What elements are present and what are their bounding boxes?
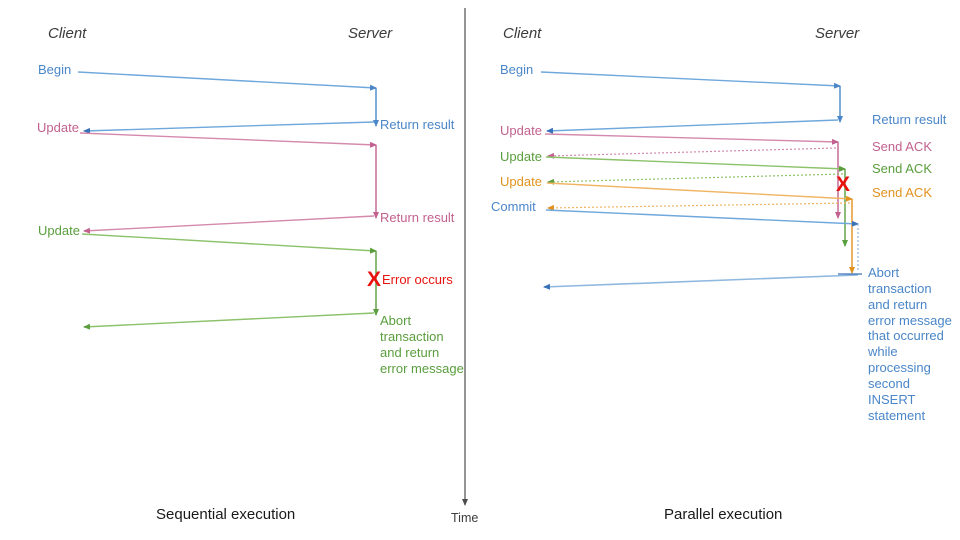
right-label-send-ack-3: Send ACK	[872, 185, 932, 200]
time-axis-label: Time	[451, 511, 479, 525]
right-actor-client: Client	[503, 25, 542, 42]
arrow-abort-return	[83, 312, 375, 330]
arrow-commit-request	[545, 209, 859, 227]
right-label-send-ack-1: Send ACK	[872, 139, 932, 154]
left-label-update-1: Update	[37, 120, 79, 135]
right-label-abort-message: Abort transaction and return error messa…	[868, 265, 952, 423]
arrow-return-result-2	[83, 215, 375, 234]
arrow-update-1-request	[79, 132, 377, 148]
right-label-return-result: Return result	[872, 112, 947, 127]
right-actor-server: Server	[815, 25, 860, 42]
right-parallel-flows	[540, 71, 862, 290]
left-label-return-result-2: Return result	[380, 210, 455, 225]
left-sequential-flows	[77, 71, 379, 330]
right-label-update-3: Update	[500, 174, 542, 189]
arrow-update-1-request	[544, 133, 839, 145]
arrow-begin-request	[77, 71, 377, 91]
arrow-ack-3	[547, 202, 851, 211]
left-actor-client: Client	[48, 25, 87, 42]
error-x-icon: X	[836, 173, 851, 196]
left-label-error-occurs: Error occurs	[382, 272, 453, 287]
left-caption: Sequential execution	[156, 506, 296, 523]
right-label-update-2: Update	[500, 149, 542, 164]
arrow-update-2-request	[81, 233, 377, 254]
arrow-return-result	[546, 119, 839, 134]
arrow-ack-1	[547, 147, 837, 159]
left-label-abort-message: Abort transaction and return error messa…	[380, 313, 464, 376]
error-x-icon: X	[367, 268, 382, 291]
arrow-return-result-1	[83, 121, 375, 134]
left-actor-server: Server	[348, 25, 393, 42]
right-label-send-ack-2: Send ACK	[872, 161, 932, 176]
arrow-update-3-request	[546, 182, 853, 202]
right-label-begin: Begin	[500, 62, 534, 77]
arrow-begin-request	[540, 71, 841, 89]
right-label-commit: Commit	[491, 199, 536, 214]
left-label-begin: Begin	[38, 62, 72, 77]
arrow-abort-return	[543, 274, 859, 290]
left-label-update-2: Update	[38, 223, 80, 238]
arrow-update-2-request	[545, 156, 846, 172]
right-label-update-1: Update	[500, 123, 542, 138]
right-caption: Parallel execution	[664, 506, 783, 523]
arrow-ack-2	[547, 173, 844, 185]
left-label-return-result-1: Return result	[380, 117, 455, 132]
